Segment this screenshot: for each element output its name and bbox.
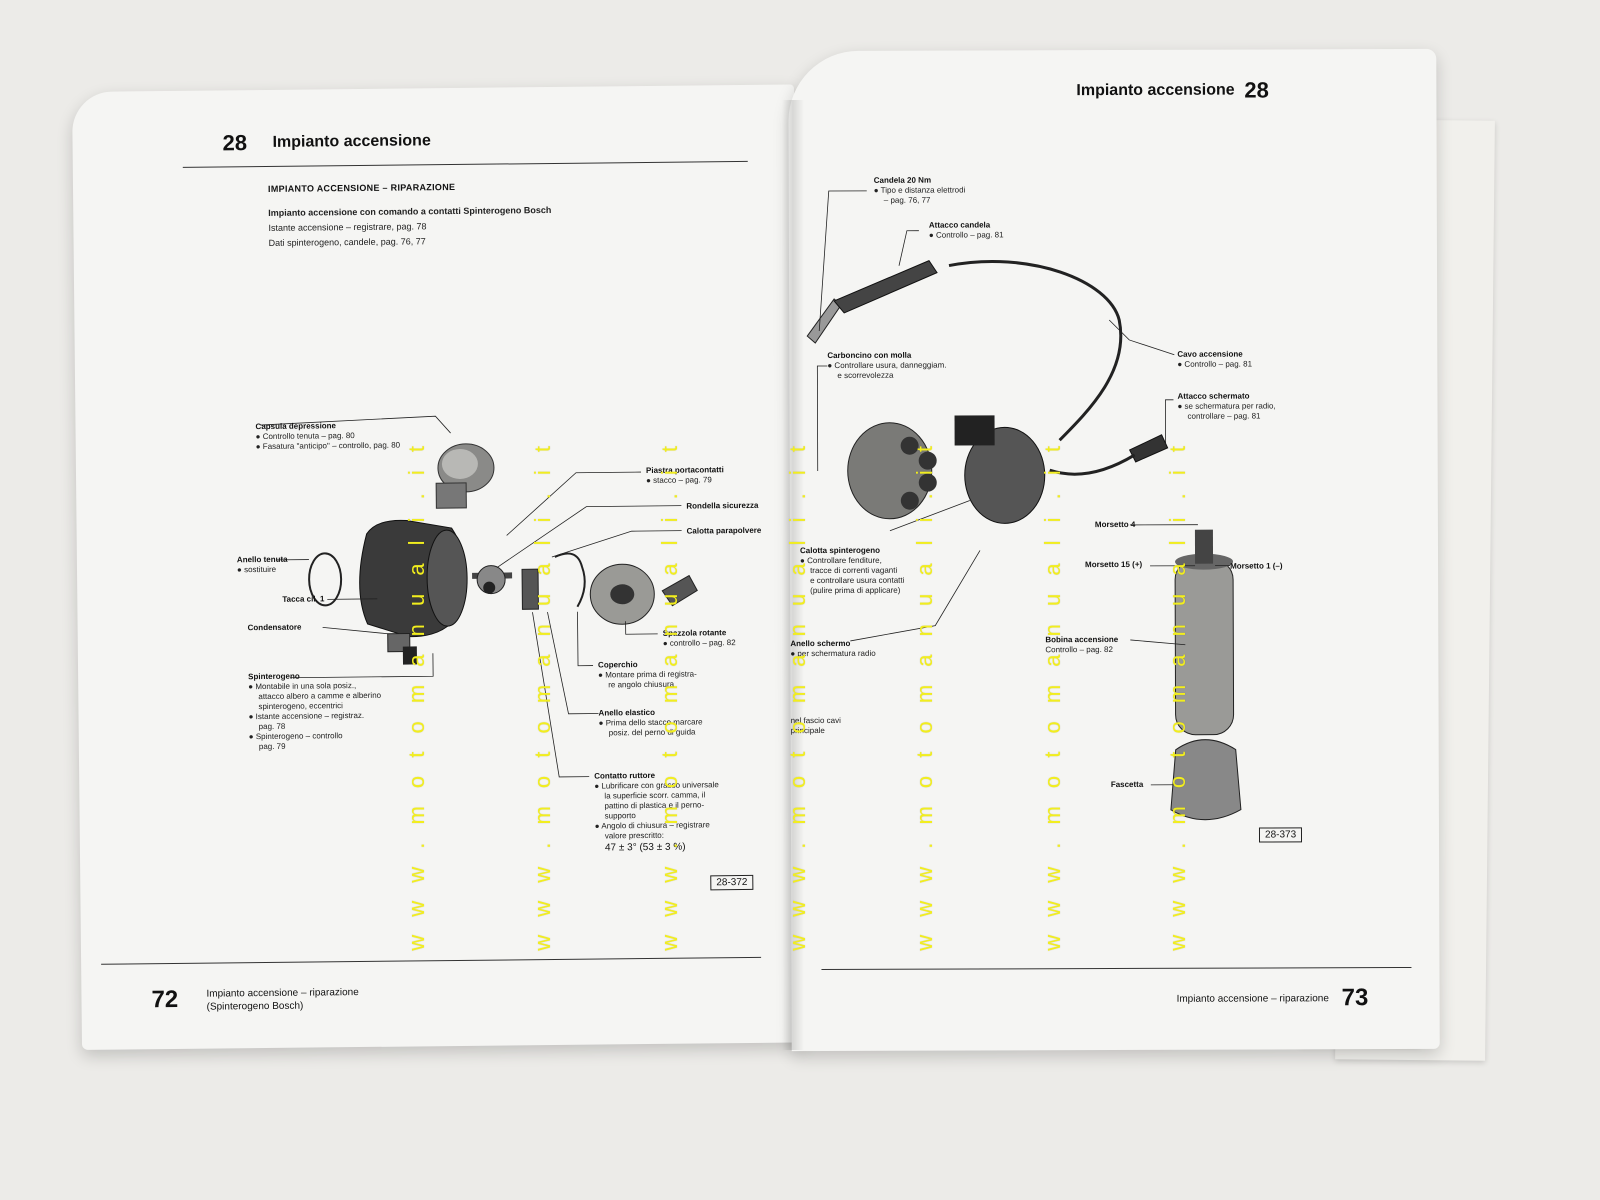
label-fascetta-title: Fascetta bbox=[1110, 779, 1144, 790]
label-tacca-title: Tacca cil. 1 bbox=[282, 594, 325, 604]
label-capsula-line1: ● Controllo tenuta – pag. 80 bbox=[255, 431, 355, 442]
watermark-1: w w w . m o t o m a n u a l i . i t bbox=[404, 440, 429, 951]
label-spinterogeno-line4: ● Istante accensione – registraz. bbox=[248, 710, 365, 722]
label-schermato-title: Attacco schermato bbox=[1177, 391, 1250, 401]
label-spinterogeno-line1: ● Montabile in una sola posiz., bbox=[248, 681, 357, 692]
label-spinterogeno-line2: attacco albero a camme e alberino bbox=[258, 690, 382, 702]
label-rondella-title: Rondella sicurezza bbox=[686, 500, 759, 511]
label-schermato-line2: controllare – pag. 81 bbox=[1187, 411, 1261, 421]
label-anello-tenuta-title: Anello tenuta bbox=[236, 554, 288, 565]
left-figure-number: 28-372 bbox=[710, 874, 754, 891]
watermark-4: w w w . m o t o m a n u a l i . i t bbox=[785, 440, 810, 951]
label-attacco-title: Attacco candela bbox=[928, 220, 991, 230]
left-footer-line2: (Spinterogeno Bosch) bbox=[206, 1000, 304, 1013]
label-contatto-title: Contatto ruttore bbox=[594, 770, 656, 781]
label-morsetto1: Morsetto 1 (–) bbox=[1230, 561, 1283, 571]
left-footer-line1: Impianto accensione – riparazione bbox=[206, 987, 359, 1000]
label-calotta-sp-line1: ● Controllare fenditure, bbox=[800, 555, 882, 566]
label-calotta-sp-line4: (pulire prima di applicare) bbox=[810, 585, 901, 596]
label-carboncino-line1: ● Controllare usura, danneggiam. bbox=[827, 360, 947, 370]
label-carboncino-line2: e scorrevolezza bbox=[837, 370, 894, 380]
label-candela-line1: ● Tipo e distanza elettrodi bbox=[873, 185, 966, 195]
label-capsula-title: Capsula depressione bbox=[255, 421, 337, 432]
label-candela-line2: – pag. 76, 77 bbox=[883, 195, 931, 205]
label-candela-title: Candela 20 Nm bbox=[873, 175, 932, 185]
right-page: Impianto accensione 28 bbox=[788, 48, 1440, 1052]
label-carboncino-title: Carboncino con molla bbox=[827, 350, 912, 360]
label-spinterogeno-line7: pag. 79 bbox=[258, 741, 286, 752]
label-attacco-line1: ● Controllo – pag. 81 bbox=[928, 230, 1004, 240]
label-cavo-line1: ● Controllo – pag. 81 bbox=[1177, 359, 1253, 369]
coil-cable-diagram bbox=[806, 190, 1242, 821]
label-spinterogeno-line6: ● Spinterogeno – controllo bbox=[248, 731, 343, 742]
book-spine-shadow bbox=[782, 100, 804, 1050]
label-contatto-line6: valore prescritto: bbox=[604, 830, 665, 841]
label-anello-tenuta-line1: ● sostituire bbox=[236, 564, 277, 575]
label-cavo-title: Cavo accensione bbox=[1177, 349, 1243, 359]
label-spinterogeno-title: Spinterogeno bbox=[248, 671, 300, 682]
watermark-3: w w w . m o t o m a n u a l i . i t bbox=[657, 440, 682, 951]
label-calotta-sp-line2: tracce di correnti vaganti bbox=[810, 565, 898, 576]
watermark-2: w w w . m o t o m a n u a l i . i t bbox=[530, 440, 555, 951]
label-contatto-line4: supporto bbox=[604, 811, 636, 821]
label-contatto-line5: ● Angolo di chiusura – registrare bbox=[594, 820, 710, 831]
label-morsetto4: Morsetto 4 bbox=[1094, 519, 1136, 530]
label-spinterogeno-line5: pag. 78 bbox=[258, 721, 286, 732]
label-anello-elastico-title: Anello elastico bbox=[598, 707, 656, 718]
label-contatto-line3: pattino di plastica e il perno- bbox=[604, 800, 705, 811]
left-page: 28 Impianto accensione IMPIANTO ACCENSIO… bbox=[72, 84, 804, 1050]
label-contatto-line2: la superficie scorr. camma, il bbox=[604, 790, 706, 801]
label-anello-elastico-line1: ● Prima dello stacco marcare bbox=[598, 717, 703, 728]
label-capsula-line2: ● Fasatura "anticipo" – controllo, pag. … bbox=[255, 440, 401, 452]
distributor-exploded-diagram bbox=[260, 415, 698, 778]
label-morsetto15: Morsetto 15 (+) bbox=[1085, 559, 1143, 570]
watermark-6: w w w . m o t o m a n u a l i . i t bbox=[1040, 440, 1065, 951]
right-footer-text: Impianto accensione – riparazione bbox=[1176, 993, 1329, 1005]
watermark-5: w w w . m o t o m a n u a l i . i t bbox=[912, 440, 937, 951]
label-calotta-title: Calotta parapolvere bbox=[686, 525, 762, 536]
right-figure-number: 28-373 bbox=[1258, 827, 1303, 843]
label-schermato-line1: ● se schermatura per radio, bbox=[1177, 401, 1276, 411]
label-calotta-sp-title: Calotta spinterogeno bbox=[799, 545, 881, 556]
label-condensatore-title: Condensatore bbox=[247, 622, 302, 633]
label-coperchio-title: Coperchio bbox=[597, 660, 638, 670]
label-calotta-sp-line3: e controllare usura contatti bbox=[810, 575, 905, 586]
right-page-number: 73 bbox=[1341, 984, 1369, 1012]
watermark-7: w w w . m o t o m a n u a l i . i t bbox=[1165, 440, 1190, 951]
left-page-number: 72 bbox=[151, 985, 179, 1014]
label-spinterogeno-line3: spinterogeno, eccentrici bbox=[258, 701, 343, 712]
